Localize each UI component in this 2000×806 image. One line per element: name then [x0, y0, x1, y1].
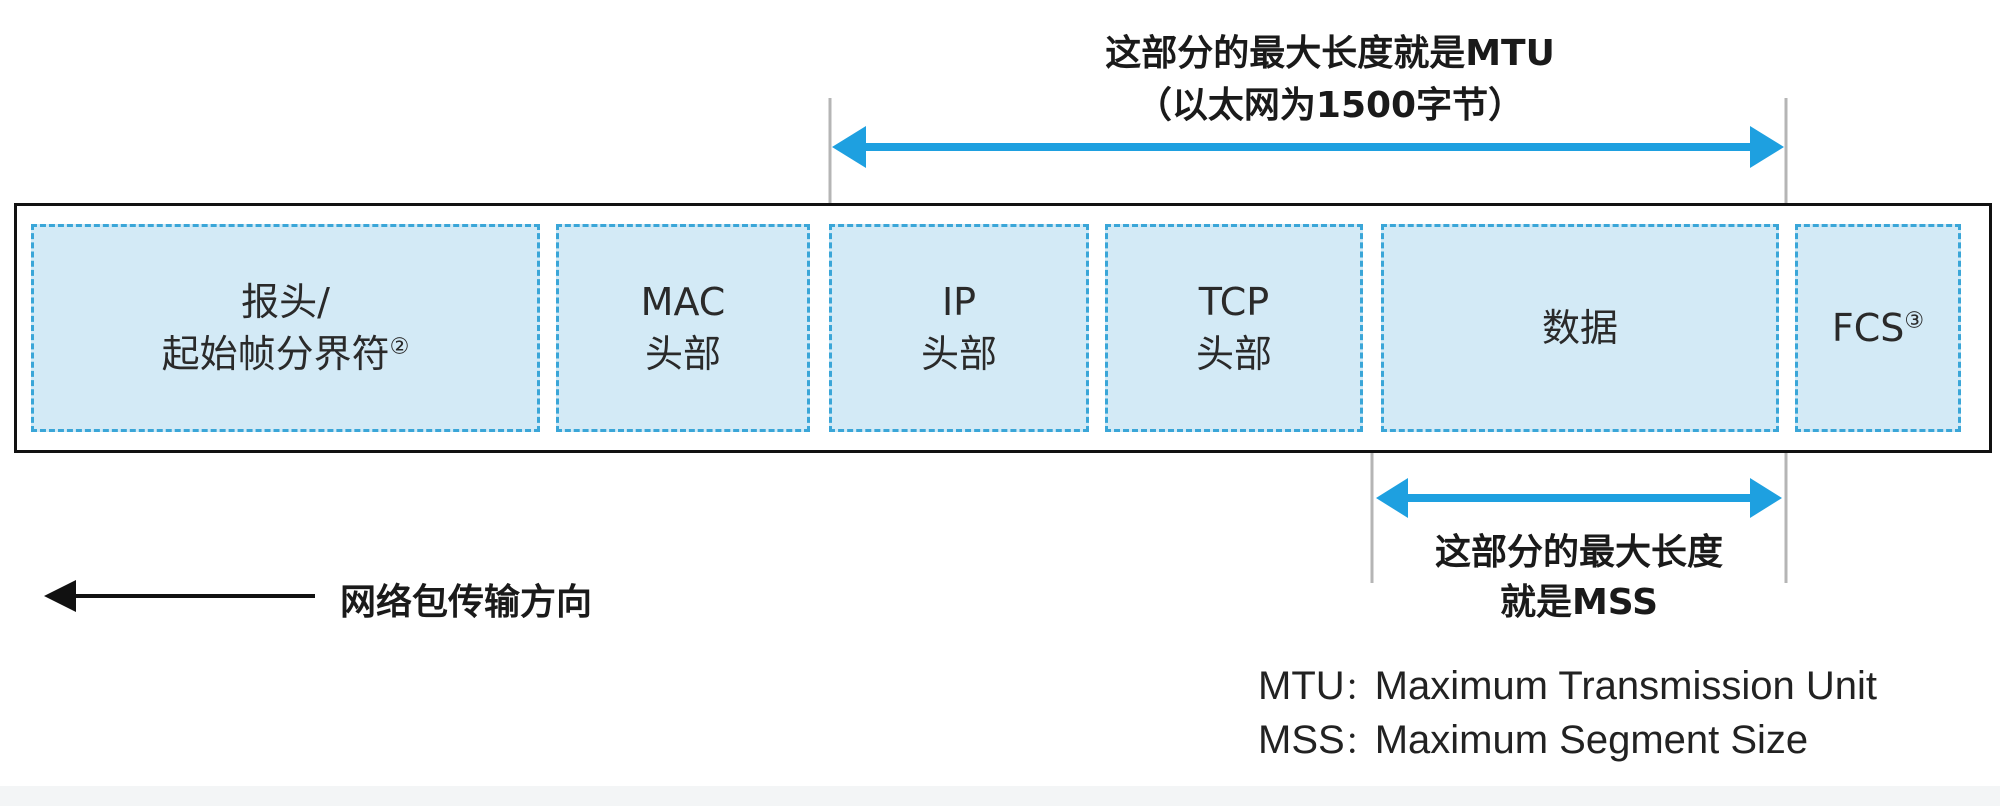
- legend-mtu-sep: ：: [1344, 673, 1375, 706]
- mtu-label: 这部分的最大长度就是MTU （以太网为1500字节）: [1040, 28, 1620, 132]
- legend-mss-abbr: MSS: [1258, 718, 1345, 762]
- segment-ip-line1: IP: [941, 280, 977, 324]
- segment-mac-header: MAC 头部: [556, 224, 810, 432]
- segment-preamble-line2-wrap: 起始帧分界符②: [162, 328, 410, 380]
- segment-preamble-line2: 起始帧分界符: [161, 332, 390, 376]
- legend-mss: MSS：Maximum Segment Size: [1258, 718, 1808, 763]
- mtu-double-arrow: [832, 126, 1784, 168]
- footnote-marker-2: ②: [389, 334, 410, 360]
- mss-label: 这部分的最大长度 就是MSS: [1379, 528, 1779, 628]
- segment-data-label: 数据: [1541, 306, 1618, 350]
- footnote-marker-3: ③: [1904, 308, 1925, 334]
- legend-mtu-abbr: MTU: [1258, 664, 1345, 708]
- mtu-label-line2: （以太网为1500字节）: [1135, 85, 1525, 126]
- legend-mss-sep: ：: [1344, 727, 1375, 760]
- bottom-band: [0, 786, 2000, 806]
- segment-preamble-line1: 报头/: [241, 280, 330, 324]
- mss-label-line2: 就是MSS: [1499, 582, 1659, 623]
- segment-fcs: FCS③: [1795, 224, 1961, 432]
- direction-label: 网络包传输方向: [340, 582, 593, 623]
- segment-mac-line1: MAC: [640, 280, 726, 324]
- mss-double-arrow: [1376, 478, 1782, 518]
- segment-ip-line2: 头部: [920, 332, 997, 376]
- segment-fcs-label-wrap: FCS③: [1832, 302, 1924, 354]
- legend-mtu: MTU：Maximum Transmission Unit: [1258, 664, 1877, 709]
- segment-tcp-line1: TCP: [1198, 280, 1270, 324]
- segment-fcs-label: FCS: [1831, 306, 1905, 350]
- segment-preamble-sfd: 报头/ 起始帧分界符②: [31, 224, 540, 432]
- segment-tcp-header: TCP 头部: [1105, 224, 1363, 432]
- mss-label-line1: 这部分的最大长度: [1434, 532, 1723, 573]
- segment-ip-header: IP 头部: [829, 224, 1089, 432]
- segment-tcp-line2: 头部: [1195, 332, 1272, 376]
- legend-mss-full: Maximum Segment Size: [1374, 718, 1809, 762]
- segment-data: 数据: [1381, 224, 1779, 432]
- mtu-label-line1: 这部分的最大长度就是MTU: [1105, 33, 1555, 74]
- legend-mtu-full: Maximum Transmission Unit: [1374, 664, 1877, 708]
- direction-arrow: [44, 580, 315, 612]
- segment-mac-line2: 头部: [644, 332, 721, 376]
